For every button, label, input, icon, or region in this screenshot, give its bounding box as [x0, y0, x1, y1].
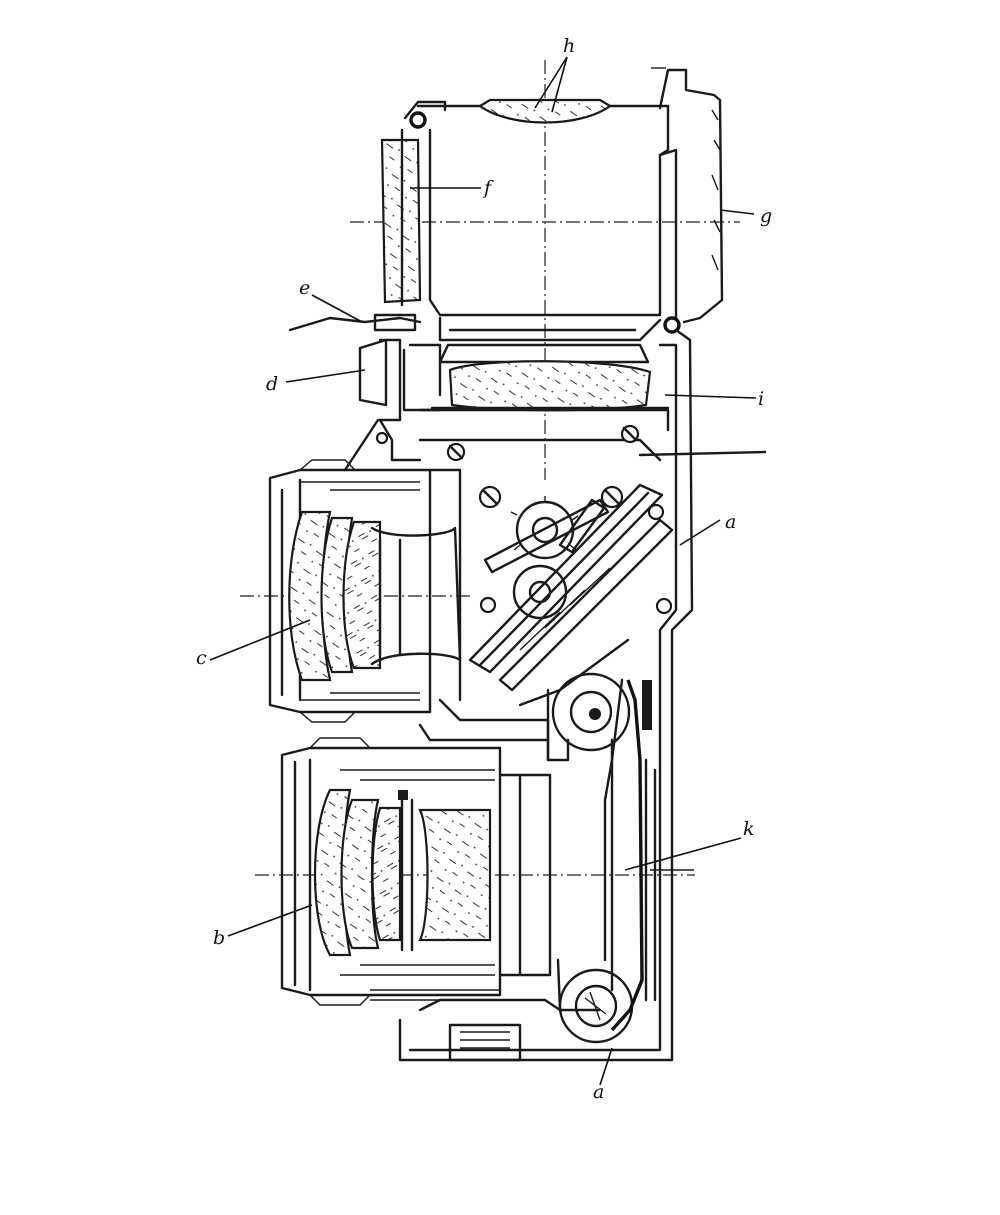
leader-lines [209, 56, 757, 1086]
mechanism-gears [446, 424, 673, 620]
condenser-lens-i [430, 343, 670, 412]
shutter-release-assembly [288, 313, 442, 472]
label-f: f [482, 177, 494, 199]
label-e: e [299, 277, 310, 299]
viewing-lens-c-elements [288, 510, 462, 682]
label-i: i [758, 388, 764, 410]
hood-front-panel-f [380, 128, 422, 307]
label-g: g [760, 205, 772, 227]
mirror-assembly [468, 450, 767, 692]
camera-body [398, 328, 694, 1062]
label-h: h [563, 35, 575, 57]
label-c: c [196, 647, 207, 669]
label-a-lower: a [593, 1081, 604, 1103]
magnifier-lens-h [478, 98, 612, 124]
film-path-k [518, 638, 694, 1032]
label-a-upper: a [725, 511, 736, 533]
film-rollers [546, 672, 634, 1044]
focusing-hood [403, 67, 724, 342]
taking-lens-b-elements [313, 788, 492, 957]
part-labels: h f g e d i a c k b a [196, 35, 772, 1103]
label-d: d [266, 373, 278, 395]
label-k: k [743, 818, 755, 840]
label-b: b [213, 927, 225, 949]
